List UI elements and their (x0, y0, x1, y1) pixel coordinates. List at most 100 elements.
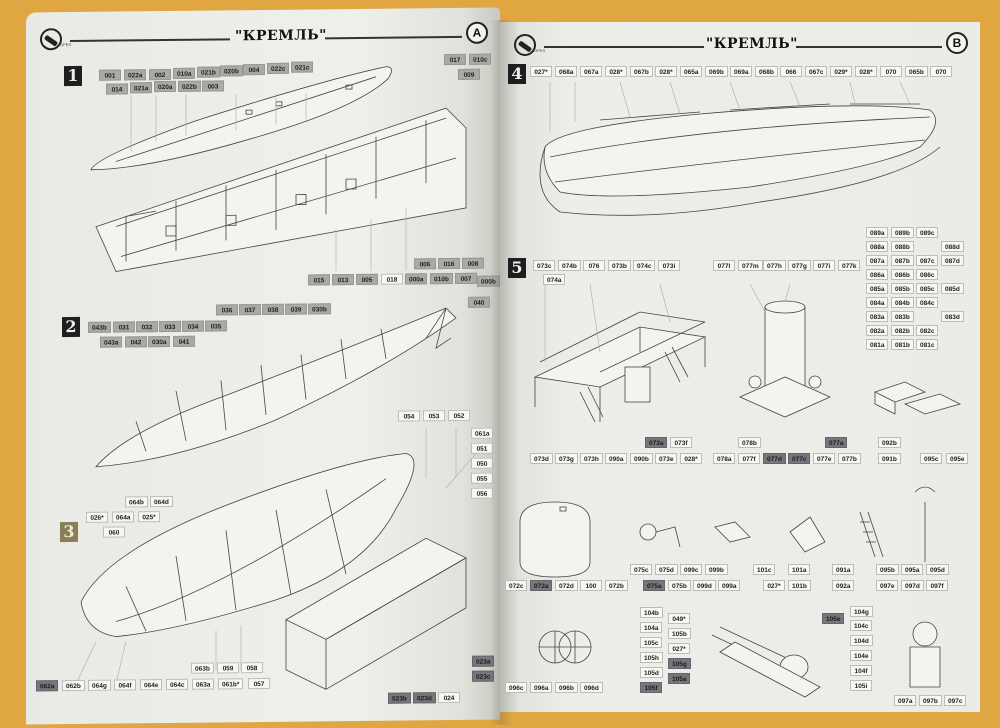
part-label: 074a (543, 274, 566, 285)
part-label: 058 (241, 662, 263, 674)
part-label: 074c (633, 260, 656, 271)
part-label: 096c (505, 682, 528, 693)
instruction-page-a: ОРЕЛ "КРЕМЛЬ" A 1 2 3 001 022a 002 010a … (26, 7, 500, 725)
part-label: 064e (140, 679, 163, 691)
header-rule (70, 38, 230, 42)
part-label: 039 (285, 303, 307, 315)
part-label: 037 (239, 304, 261, 316)
part-label: 052 (448, 409, 470, 422)
part-label: 095e (946, 453, 969, 464)
part-label: 100 (580, 580, 602, 591)
part-label: 073c (533, 260, 556, 271)
part-label: 099a (718, 580, 741, 591)
part-label: 085b (891, 283, 914, 294)
page-letter-badge: A (466, 21, 488, 44)
part-label: 062a (36, 680, 59, 692)
part-label: 101c (753, 564, 776, 575)
part-label: 105d (640, 667, 663, 678)
part-label: 084b (891, 297, 914, 308)
part-label: 077d (763, 453, 786, 464)
part-label: 097b (919, 695, 942, 706)
part-label: 081b (891, 339, 914, 350)
part-label: 064a (112, 511, 135, 523)
part-label: 077k (838, 260, 861, 271)
part-label: 057 (248, 677, 270, 690)
part-label: 000a (405, 273, 428, 285)
part-label: 083b (891, 311, 914, 322)
part-label: 049* (668, 613, 690, 624)
part-label: 082c (916, 325, 939, 336)
part-label: 077b (838, 453, 861, 464)
part-label: 077f (738, 453, 760, 464)
part-label: 007 (455, 272, 477, 284)
part-label: 030a (148, 335, 171, 348)
part-label: 070 (880, 66, 902, 77)
part-label: 077i (813, 260, 835, 271)
part-label: 010c (469, 53, 492, 65)
part-label: 105c (640, 637, 663, 648)
part-label: 104d (850, 635, 873, 646)
part-label: 073g (555, 453, 578, 464)
page-title: "КРЕМЛЬ" (706, 36, 798, 52)
part-label: 105b (668, 628, 691, 639)
step-number-5: 5 (508, 258, 526, 278)
part-label: 104b (640, 607, 663, 618)
part-label: 075b (668, 580, 691, 591)
part-label: 029* (830, 66, 852, 77)
part-label: 064f (114, 679, 136, 691)
part-label: 067c (805, 66, 828, 77)
part-label: 081a (866, 339, 889, 350)
part-label: 025* (138, 511, 160, 523)
part-label: 099c (680, 564, 703, 575)
part-label: 064g (88, 679, 111, 691)
part-label: 015 (308, 274, 330, 286)
part-label: 020a (154, 80, 177, 93)
part-label: 055 (471, 472, 493, 484)
part-label: 072b (605, 580, 628, 591)
part-label: 077g (788, 260, 811, 271)
page-header: ОРЕЛ "КРЕМЛЬ" B (514, 32, 968, 60)
part-label: 086c (916, 269, 939, 280)
part-label: 091a (832, 564, 855, 575)
part-label: 088a (866, 241, 889, 252)
part-label: 087b (891, 255, 914, 266)
part-label: 082b (891, 325, 914, 336)
part-label: 036 (216, 304, 238, 316)
part-label: 028* (655, 66, 677, 77)
part-label: 101a (788, 564, 811, 575)
part-label: 010a (173, 67, 196, 79)
logo-text: ОРЕЛ (60, 42, 72, 48)
part-label: 077h (763, 260, 786, 271)
part-label: 072d (555, 580, 578, 591)
part-label: 073h (580, 453, 603, 464)
part-label: 073b (608, 260, 631, 271)
part-label: 073f (670, 437, 692, 448)
part-label: 034 (182, 320, 204, 332)
part-label: 026* (86, 511, 108, 523)
part-label: 061a (471, 427, 494, 439)
part-label: 077c (788, 453, 811, 464)
part-label: 077a (825, 437, 848, 448)
part-label: 064b (125, 496, 148, 508)
part-label: 021c (291, 61, 314, 73)
part-label: 072c (505, 580, 528, 591)
instruction-page-b: ОРЕЛ "КРЕМЛЬ" B (500, 22, 980, 712)
part-label: 099d (693, 580, 716, 591)
part-label: 104c (850, 620, 873, 631)
part-label: 087a (866, 255, 889, 266)
hull-assembly-drawing (75, 66, 482, 690)
part-label: 062b (62, 679, 85, 692)
part-label: 084c (916, 297, 939, 308)
part-label: 070 (930, 66, 952, 77)
part-label: 095c (920, 453, 943, 464)
part-label: 067b (630, 66, 653, 77)
header-rule (325, 35, 462, 39)
part-label: 092a (832, 580, 855, 591)
part-label: 060 (103, 526, 125, 538)
part-label: 031 (113, 321, 135, 333)
part-label: 065b (905, 66, 928, 77)
part-label: 084a (866, 297, 889, 308)
step-number-2: 2 (62, 316, 80, 338)
part-label: 064c (166, 678, 189, 691)
part-label: 097d (901, 580, 924, 591)
